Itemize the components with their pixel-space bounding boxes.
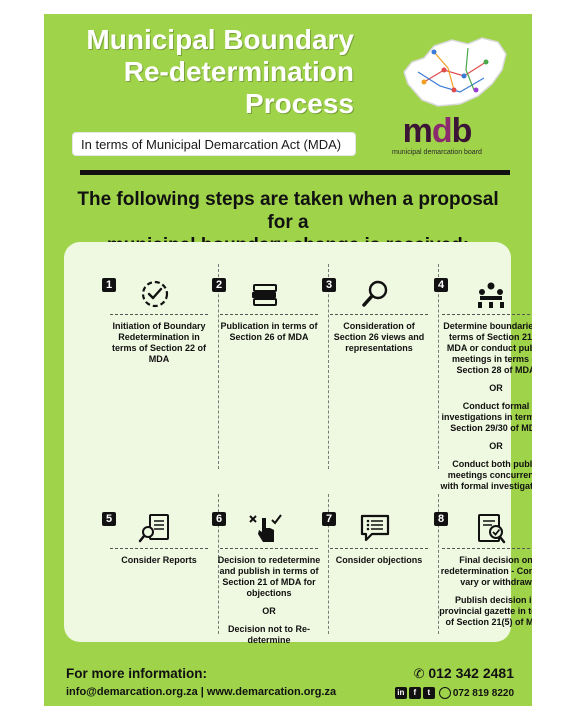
- step-text: Consider objections: [335, 555, 423, 565]
- whatsapp-number[interactable]: 072 819 8220: [452, 688, 514, 699]
- logo-mark-m: m: [402, 112, 433, 150]
- step-text: OR: [489, 441, 503, 451]
- phone-number-text: 012 342 2481: [428, 665, 514, 681]
- title-line-2: Re-determination: [123, 56, 354, 87]
- column-divider: [438, 494, 439, 634]
- step-text: Decision not to Re-determine: [227, 624, 310, 645]
- step-5: 5 Consider Reports: [102, 512, 212, 573]
- title-line-1: Municipal Boundary: [86, 24, 354, 55]
- column-divider: [218, 264, 219, 469]
- phone-number[interactable]: ✆ 012 342 2481: [354, 664, 514, 683]
- step-number: 5: [102, 512, 116, 526]
- check-circle-icon: [141, 280, 169, 308]
- logo: mdb municipal demarcation board: [382, 114, 492, 156]
- report-search-icon: [138, 514, 169, 543]
- step-6: 6 Decision to redetermine and publish in…: [212, 512, 322, 653]
- step-7: 7 Consider objections: [322, 512, 432, 573]
- column-divider: [328, 264, 329, 469]
- whatsapp-icon: [438, 687, 451, 700]
- step-text: Conduct formal investigations in terms o…: [441, 401, 532, 433]
- step-text: Consider Reports: [121, 555, 197, 565]
- south-africa-map-icon: [403, 37, 507, 107]
- step-number: 6: [212, 512, 226, 526]
- phone-icon: ✆: [413, 666, 425, 681]
- step-text: Publication in terms of Section 26 of MD…: [220, 321, 318, 342]
- poster: Municipal Boundary Re-determination Proc…: [44, 14, 532, 706]
- step-text: OR: [489, 383, 503, 393]
- step-1: 1 Initiation of Boundary Redetermination…: [102, 278, 212, 372]
- facebook-icon[interactable]: f: [408, 687, 421, 700]
- step-number: 2: [212, 278, 226, 292]
- step-number: 4: [434, 278, 448, 292]
- logo-mark-d: d: [431, 112, 453, 150]
- step-separator: [110, 548, 208, 549]
- step-4: 4 Determine boundaries in terms of Secti…: [434, 278, 532, 499]
- step-8: 8 Final decision on redetermination - Co…: [434, 512, 532, 635]
- page-title: Municipal Boundary Re-determination Proc…: [54, 24, 354, 120]
- subtitle: In terms of Municipal Demarcation Act (M…: [72, 132, 356, 156]
- speech-list-icon: [360, 514, 390, 542]
- step-text: Final decision on redetermination - Conf…: [440, 555, 532, 587]
- divider: [80, 170, 510, 175]
- books-icon: [252, 284, 277, 306]
- step-text: Conduct both public meetings concurrentl…: [440, 459, 532, 491]
- steps-panel: 1 Initiation of Boundary Redetermination…: [64, 242, 532, 645]
- magnifier-icon: [362, 280, 388, 307]
- contact-links[interactable]: info@demarcation.org.za | www.demarcatio…: [66, 686, 337, 698]
- meeting-icon: [478, 282, 504, 308]
- column-divider: [328, 494, 329, 634]
- step-text: Initiation of Boundary Redetermination i…: [111, 321, 207, 364]
- step-separator: [442, 548, 532, 549]
- twitter-icon[interactable]: t: [422, 687, 435, 700]
- column-divider: [218, 494, 219, 634]
- step-text: Consideration of Section 26 views and re…: [333, 321, 425, 353]
- step-separator: [330, 314, 428, 315]
- step-number: 1: [102, 278, 116, 292]
- step-separator: [220, 548, 318, 549]
- title-line-3: Process: [245, 88, 354, 119]
- step-3: 3 Consideration of Section 26 views and …: [322, 278, 432, 361]
- step-separator: [220, 314, 318, 315]
- decision-hand-icon: [249, 514, 282, 542]
- logo-mark: mdb: [382, 114, 492, 148]
- document-approval-icon: [478, 514, 506, 544]
- step-number: 7: [322, 512, 336, 526]
- step-number: 8: [434, 512, 448, 526]
- logo-mark-b: b: [451, 112, 473, 150]
- step-2: 2 Publication in terms of Section 26 of …: [212, 278, 322, 350]
- step-separator: [110, 314, 208, 315]
- intro-line-1: The following steps are taken when a pro…: [77, 189, 499, 233]
- step-number: 3: [322, 278, 336, 292]
- step-separator: [442, 314, 532, 315]
- column-divider: [438, 264, 439, 469]
- step-text: Determine boundaries in terms of Section…: [443, 321, 532, 375]
- step-text: Decision to redetermine and publish in t…: [217, 555, 321, 598]
- step-text: OR: [262, 606, 276, 616]
- step-text: Publish decision in provincial gazette i…: [439, 595, 532, 627]
- contact-info: For more information: info@demarcation.o…: [66, 666, 336, 700]
- contact-heading: For more information:: [66, 666, 207, 681]
- step-separator: [330, 548, 428, 549]
- linkedin-icon[interactable]: in: [394, 687, 407, 700]
- logo-text: municipal demarcation board: [392, 149, 482, 156]
